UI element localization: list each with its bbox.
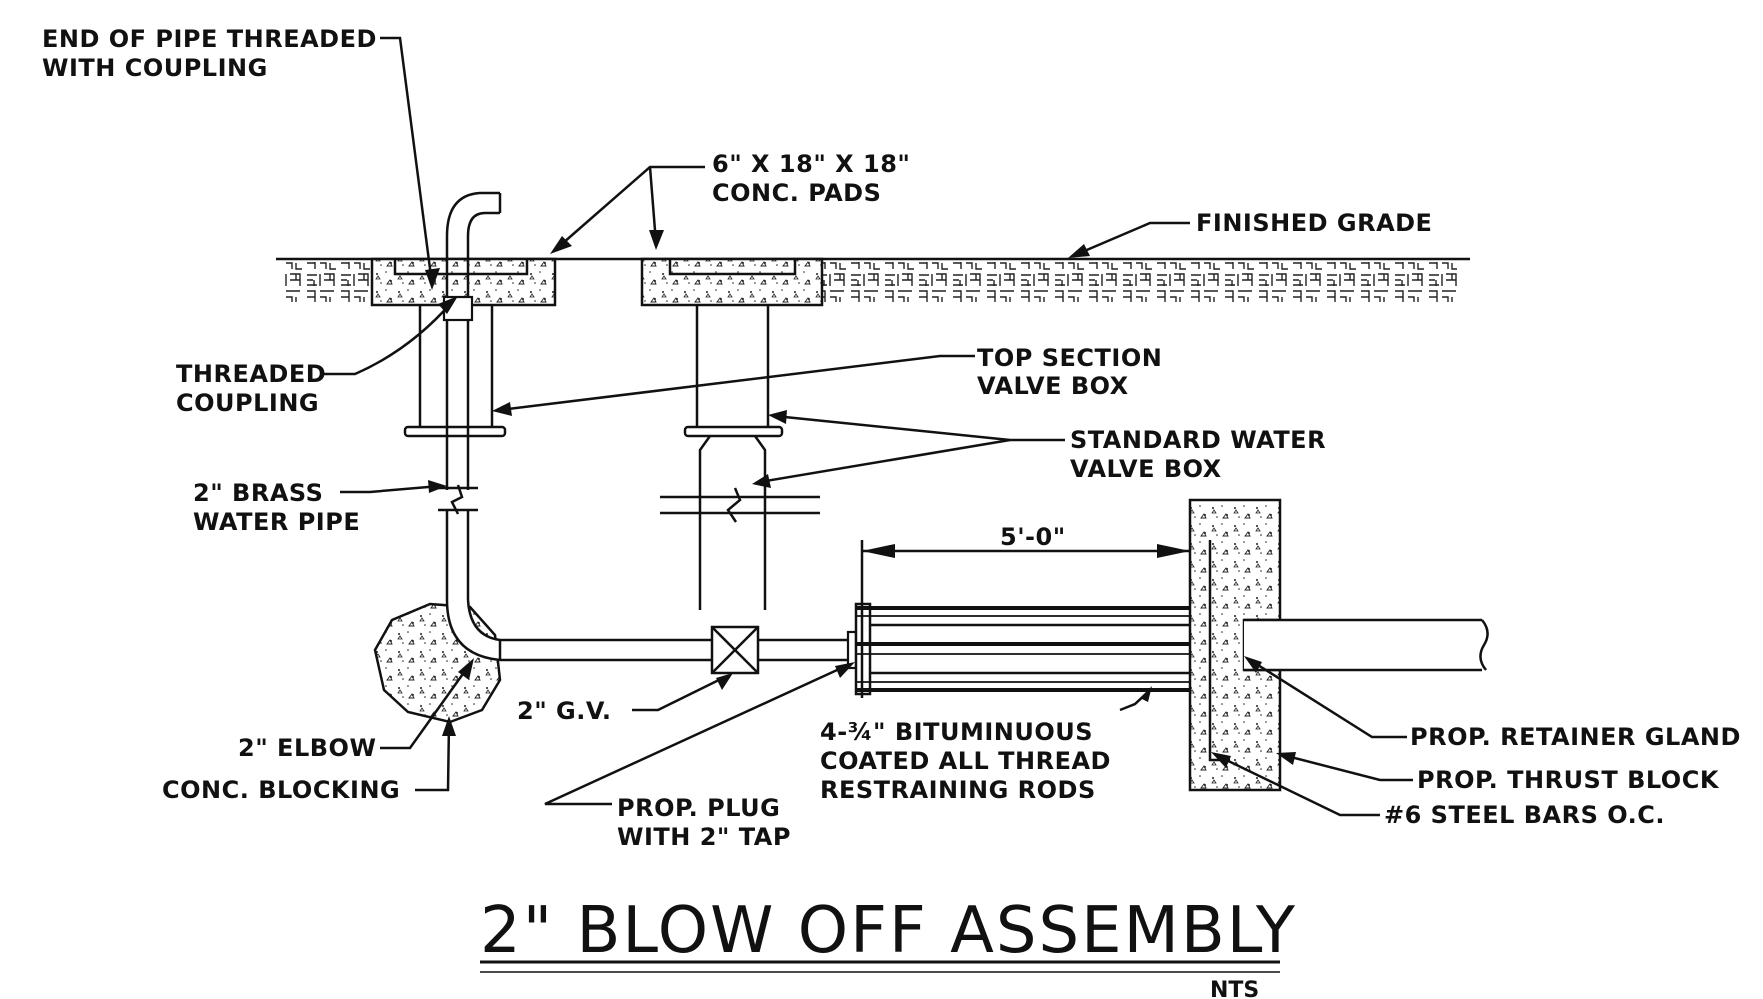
drawing-title: 2" BLOW OFF ASSEMBLY [480, 894, 1297, 968]
restrained-pipe [846, 600, 1246, 698]
elbow [445, 599, 502, 662]
label-gate-valve: 2" G.V. [517, 697, 611, 725]
label-top-section-1: TOP SECTION [977, 344, 1162, 372]
right-valve-box [660, 305, 820, 610]
left-valve-box [403, 305, 507, 438]
label-elbow: 2" ELBOW [238, 734, 376, 762]
label-brass-pipe-2: WATER PIPE [193, 508, 360, 536]
conc-pad-left [370, 257, 557, 307]
label-conc-blocking: CONC. BLOCKING [162, 776, 400, 804]
label-rods-2: COATED ALL THREAD [820, 747, 1111, 775]
dimension-5ft: 5'-0" [860, 523, 1190, 600]
ground [276, 257, 1470, 302]
label-plug-2: WITH 2" TAP [617, 823, 791, 851]
label-end-of-pipe-2: WITH COUPLING [42, 54, 268, 82]
label-top-section-2: VALVE BOX [977, 372, 1129, 400]
soil-left [284, 262, 372, 302]
label-threaded-coupling-2: COUPLING [176, 389, 319, 417]
conc-pad-right [640, 257, 824, 307]
brass-riser-pipe [438, 191, 502, 600]
label-std-valve-box-2: VALVE BOX [1070, 455, 1222, 483]
conc-blocking [373, 602, 502, 724]
label-plug-1: PROP. PLUG [617, 794, 780, 822]
label-rods-1: 4-¾" BITUMINUOUS [820, 718, 1093, 746]
label-finished-grade: FINISHED GRADE [1196, 209, 1432, 237]
label-conc-pads-2: CONC. PADS [712, 179, 881, 207]
label-brass-pipe-1: 2" BRASS [193, 479, 323, 507]
label-retainer-gland: PROP. RETAINER GLAND [1410, 723, 1741, 751]
dimension-label: 5'-0" [1000, 523, 1066, 551]
soil-right [822, 262, 1457, 302]
label-threaded-coupling-1: THREADED [176, 360, 326, 388]
label-rods-3: RESTRAINING RODS [820, 776, 1096, 804]
labels: END OF PIPE THREADED WITH COUPLING 6" X … [42, 25, 1741, 851]
label-std-valve-box-1: STANDARD WATER [1070, 426, 1326, 454]
scale-note: NTS [1210, 978, 1259, 999]
label-thrust-block: PROP. THRUST BLOCK [1417, 766, 1720, 794]
label-conc-pads-1: 6" X 18" X 18" [712, 150, 910, 178]
horizontal-pipe [500, 638, 855, 662]
leaders [320, 36, 1413, 817]
gate-valve [710, 625, 760, 675]
label-end-of-pipe-1: END OF PIPE THREADED [42, 25, 377, 53]
label-steel-bars: #6 STEEL BARS O.C. [1384, 801, 1665, 829]
title-block: 2" BLOW OFF ASSEMBLY NTS [480, 894, 1297, 999]
